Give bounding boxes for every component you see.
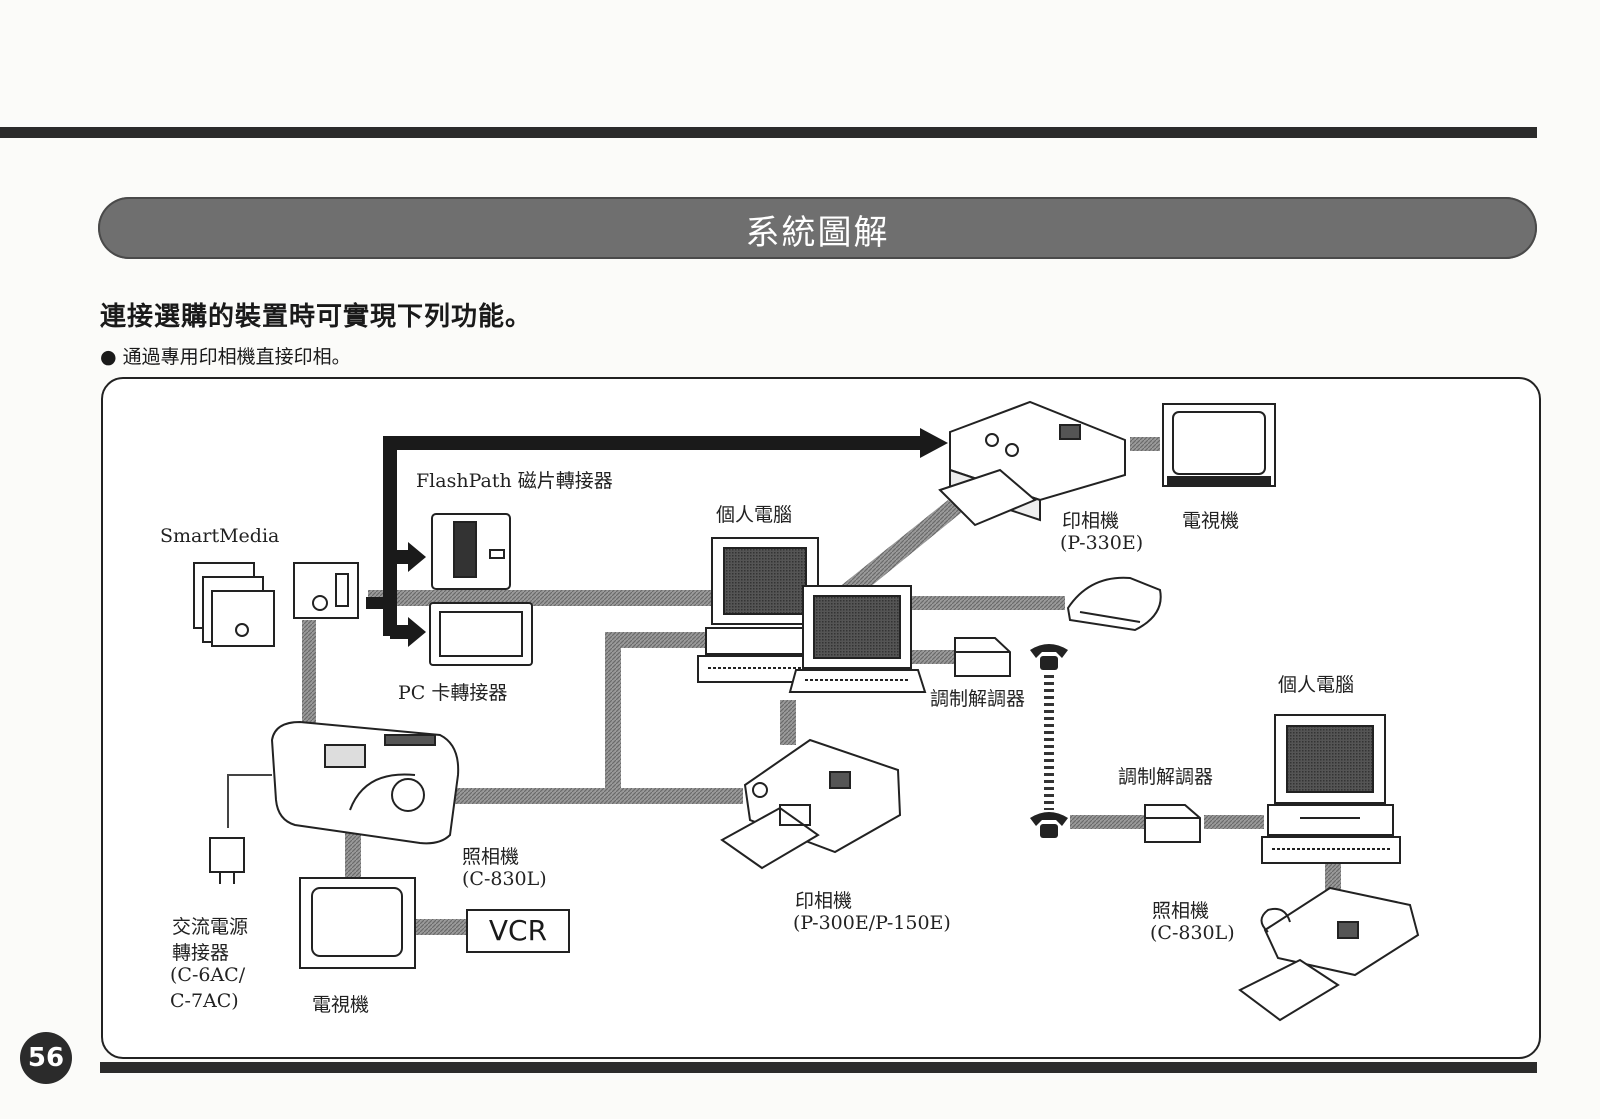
pc-right-label: 個人電腦	[1278, 674, 1355, 696]
flashpath-adapter-icon	[431, 513, 511, 590]
arrow-right-icon	[920, 428, 948, 458]
banner-title: 系統圖解	[745, 213, 890, 253]
pc-card-label: PC 卡轉接器	[398, 682, 508, 704]
ac-adapter-icon	[209, 837, 245, 884]
printer-mid-model: (P-300E/P-150E)	[793, 912, 951, 934]
section-banner: 系統圖解	[98, 197, 1537, 259]
pc-center-label: 個人電腦	[716, 504, 793, 526]
laptop-center-icon	[788, 585, 927, 693]
printer-top-model: (P-330E)	[1060, 532, 1144, 554]
smartmedia-cards-icon	[193, 562, 359, 647]
arrow-right-icon	[408, 542, 426, 572]
smartmedia-label: SmartMedia	[160, 525, 280, 547]
ac-cord	[227, 774, 272, 828]
disk-drive-icon	[1066, 576, 1162, 632]
arrow-right-icon	[408, 617, 426, 647]
camera-left-label: 照相機	[462, 846, 520, 868]
bottom-rule	[100, 1062, 1537, 1073]
tv-bottom-label: 電視機	[312, 994, 370, 1016]
flashpath-label: FlashPath 磁片轉接器	[416, 470, 613, 492]
ac-adapter-model-2: C-7AC)	[170, 990, 239, 1012]
desktop-pc-right-icon	[1261, 714, 1401, 864]
camera-right-label: 照相機	[1152, 900, 1210, 922]
modem-left-label: 調制解調器	[930, 688, 1026, 710]
top-rule	[0, 127, 1537, 138]
vcr-box: VCR	[466, 909, 570, 953]
bullet-text: ● 通過專用印相機直接印相。	[100, 346, 351, 368]
printer-top-icon	[938, 400, 1126, 527]
camera-left-model: (C-830L)	[462, 868, 547, 890]
telephone-icon	[1030, 812, 1068, 838]
page-heading: 連接選購的裝置時可實現下列功能。	[100, 302, 533, 332]
desktop-pc-center-icon	[697, 537, 824, 683]
pc-card-adapter-icon	[429, 602, 533, 666]
printer-top-label: 印相機	[1062, 510, 1120, 532]
ac-adapter-model-1: (C-6AC/	[170, 964, 246, 986]
page-number: 56	[20, 1032, 72, 1084]
camera-printer-right-icon	[1238, 886, 1420, 1022]
modem-right-icon	[1144, 804, 1201, 843]
arrows	[366, 428, 948, 647]
printer-mid-icon	[720, 738, 902, 870]
modem-center-icon	[954, 637, 1011, 677]
camera-right-model: (C-830L)	[1150, 922, 1235, 944]
telephone-icon	[1030, 644, 1068, 670]
ac-adapter-label-2: 轉接器	[172, 942, 230, 964]
camera-left-icon	[270, 720, 460, 845]
tv-bottom-icon	[299, 877, 416, 969]
tv-top-label: 電視機	[1182, 510, 1240, 532]
ac-adapter-label-1: 交流電源	[172, 916, 249, 938]
modem-right-label: 調制解調器	[1118, 766, 1214, 788]
printer-mid-label: 印相機	[795, 890, 853, 912]
tv-top-icon	[1162, 403, 1276, 487]
